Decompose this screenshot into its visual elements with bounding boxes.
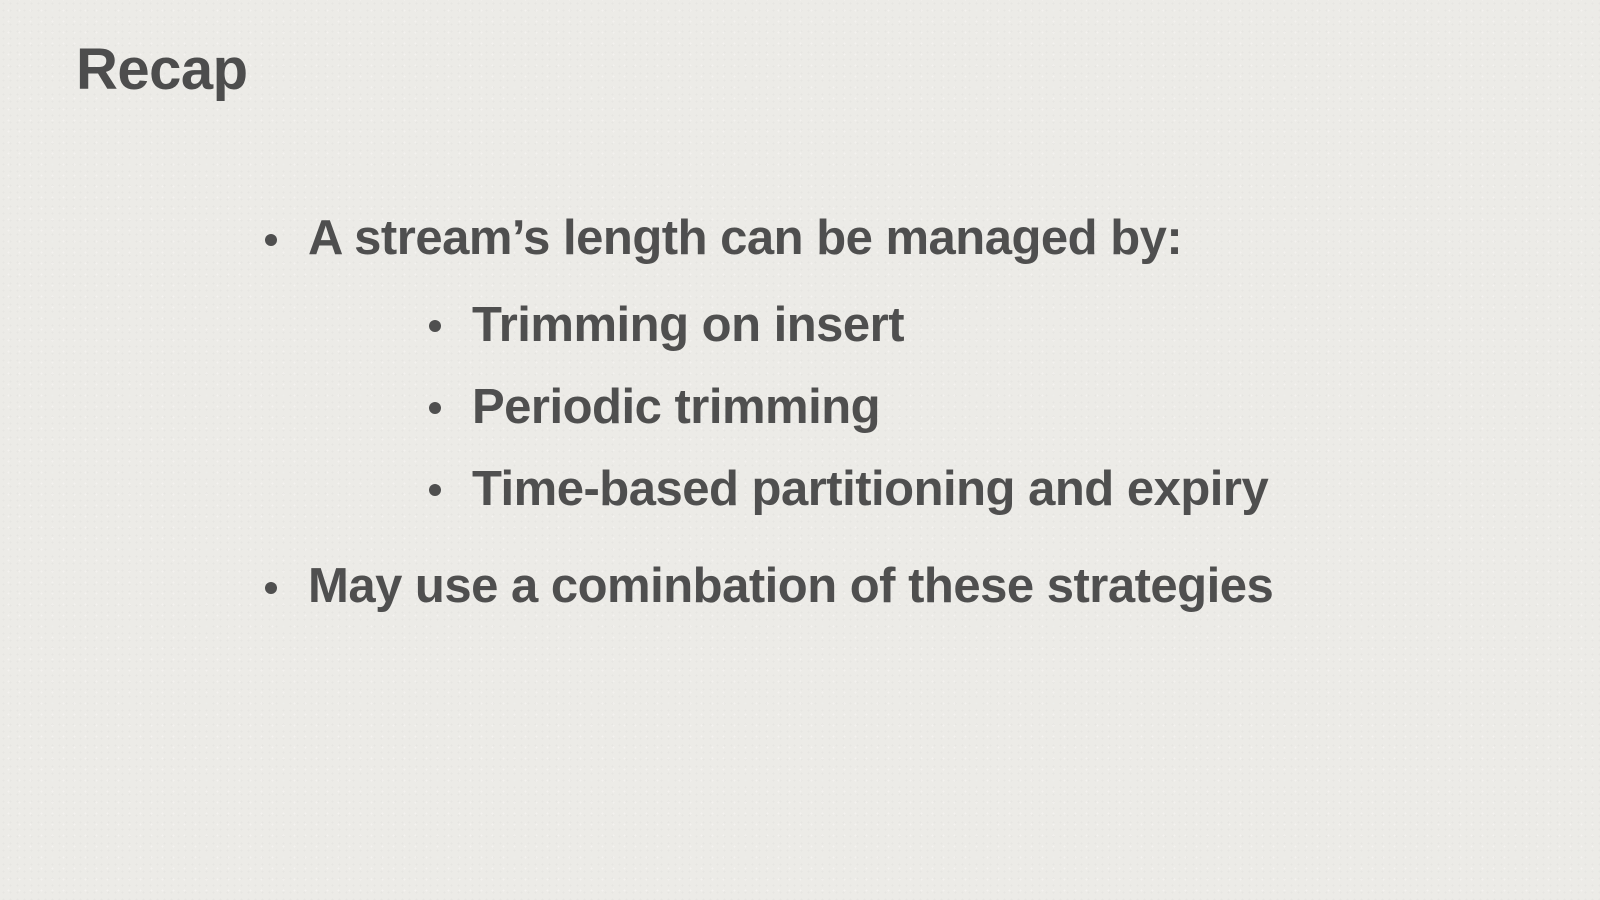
- bullet-text: A stream’s length can be managed by:: [308, 211, 1183, 265]
- bullet-item: A stream’s length can be managed by:: [262, 206, 1273, 270]
- sub-bullet-item: Trimming on insert: [426, 284, 1437, 366]
- sub-bullet-item: Periodic trimming: [426, 366, 1437, 448]
- slide-title: Recap: [76, 37, 248, 102]
- sub-bullet-group: Trimming on insert Periodic trimming Tim…: [262, 270, 1273, 516]
- sub-bullet-text: Time-based partitioning and expiry: [472, 462, 1269, 516]
- sub-bullet-text: Trimming on insert: [472, 298, 905, 352]
- bullet-text: May use a cominbation of these strategie…: [308, 559, 1274, 613]
- bullet-item: May use a cominbation of these strategie…: [262, 554, 1274, 618]
- sub-bullet-item: Time-based partitioning and expiry: [426, 448, 1437, 530]
- bullet-list: A stream’s length can be managed by: Tri…: [262, 206, 1274, 618]
- sub-bullet-list: Trimming on insert Periodic trimming Tim…: [426, 284, 1437, 530]
- sub-bullet-text: Periodic trimming: [472, 380, 881, 434]
